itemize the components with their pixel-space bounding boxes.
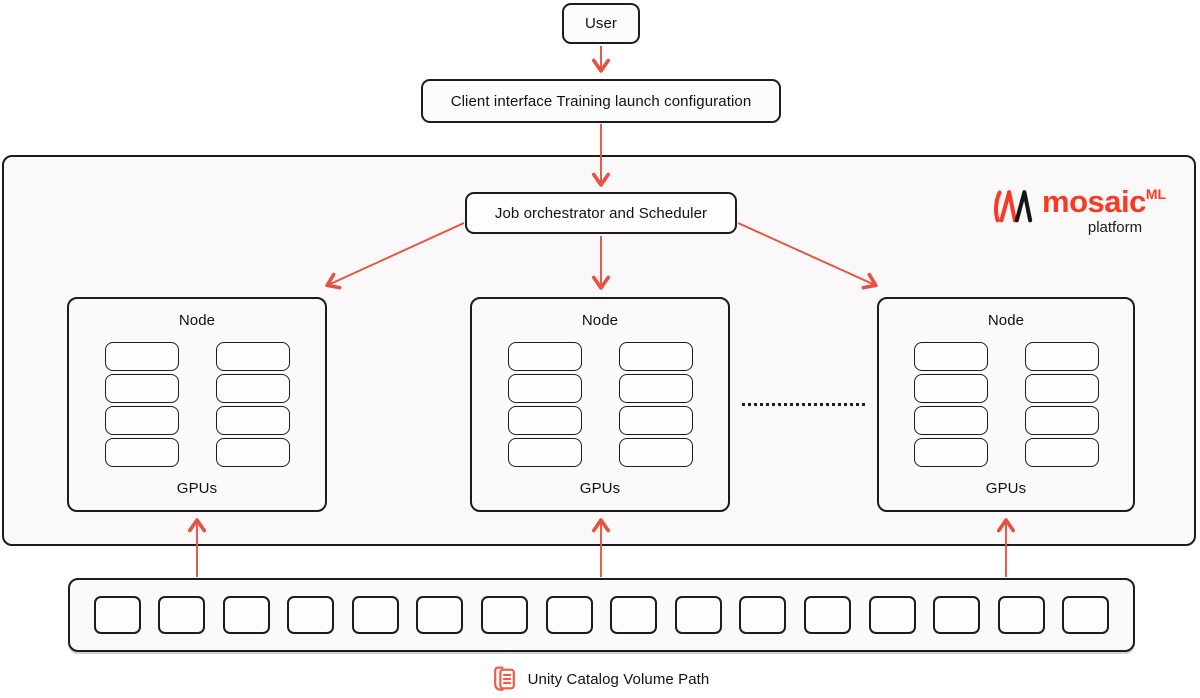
- storage-cell: [933, 596, 981, 634]
- storage-cell: [1062, 596, 1110, 634]
- gpu-grid: [913, 342, 1099, 467]
- storage-cell: [739, 596, 787, 634]
- gpu-cell: [913, 374, 988, 403]
- client-interface-box: Client interface Training launch configu…: [421, 79, 781, 123]
- gpu-cell: [104, 406, 179, 435]
- gpu-cell: [215, 374, 290, 403]
- node-box-2: Node GPUs: [470, 297, 730, 512]
- more-nodes-ellipsis: [742, 403, 865, 406]
- logo-text: mosaic ML platform: [1042, 186, 1166, 236]
- storage-cell: [481, 596, 529, 634]
- gpu-column: [507, 342, 582, 467]
- gpu-cell: [104, 438, 179, 467]
- gpu-cell: [507, 374, 582, 403]
- gpus-label: GPUs: [176, 480, 218, 497]
- gpus-label: GPUs: [985, 480, 1027, 497]
- footer: Unity Catalog Volume Path: [0, 661, 1200, 697]
- gpu-cell: [215, 406, 290, 435]
- logo-subtitle: platform: [1087, 219, 1143, 236]
- gpu-cell: [507, 342, 582, 371]
- gpu-cell: [1024, 374, 1099, 403]
- gpu-cell: [1024, 438, 1099, 467]
- node-box-1: Node GPUs: [67, 297, 327, 512]
- storage-bar: [68, 578, 1135, 652]
- gpu-cell: [618, 342, 693, 371]
- storage-cell: [868, 596, 916, 634]
- gpu-cell: [618, 374, 693, 403]
- gpu-cell: [507, 438, 582, 467]
- storage-cell: [351, 596, 399, 634]
- unity-catalog-icon: [493, 666, 515, 691]
- gpu-cell: [215, 342, 290, 371]
- node-box-3: Node GPUs: [877, 297, 1135, 512]
- gpu-column: [215, 342, 290, 467]
- gpu-cell: [913, 406, 988, 435]
- gpu-cell: [913, 342, 988, 371]
- gpu-cell: [618, 406, 693, 435]
- gpu-cell: [913, 438, 988, 467]
- storage-cell: [610, 596, 658, 634]
- footer-label: Unity Catalog Volume Path: [527, 670, 710, 688]
- gpus-label: GPUs: [579, 480, 621, 497]
- storage-cell: [93, 596, 141, 634]
- mosaicml-logo-mark-icon: [994, 190, 1033, 223]
- storage-cell: [803, 596, 851, 634]
- node-label: Node: [581, 312, 619, 329]
- mosaicml-logo: mosaic ML platform: [991, 186, 1166, 236]
- storage-cell: [997, 596, 1045, 634]
- storage-cell: [674, 596, 722, 634]
- gpu-column: [618, 342, 693, 467]
- storage-cell: [416, 596, 464, 634]
- gpu-cell: [215, 438, 290, 467]
- gpu-cell: [1024, 342, 1099, 371]
- gpu-grid: [104, 342, 290, 467]
- gpu-column: [1024, 342, 1099, 467]
- storage-cell: [545, 596, 593, 634]
- logo-brand-superscript: ML: [1145, 186, 1167, 202]
- client-interface-label: Client interface Training launch configu…: [450, 92, 752, 110]
- storage-cell: [158, 596, 206, 634]
- user-label: User: [584, 15, 618, 32]
- gpu-cell: [104, 342, 179, 371]
- user-box: User: [562, 3, 640, 44]
- node-label: Node: [987, 312, 1025, 329]
- gpu-cell: [104, 374, 179, 403]
- gpu-column: [104, 342, 179, 467]
- gpu-cell: [507, 406, 582, 435]
- gpu-column: [913, 342, 988, 467]
- orchestrator-label: Job orchestrator and Scheduler: [494, 204, 708, 222]
- gpu-cell: [1024, 406, 1099, 435]
- gpu-cell: [618, 438, 693, 467]
- storage-cell: [222, 596, 270, 634]
- storage-cell: [287, 596, 335, 634]
- gpu-grid: [507, 342, 693, 467]
- node-label: Node: [178, 312, 216, 329]
- orchestrator-box: Job orchestrator and Scheduler: [465, 192, 737, 234]
- logo-brand-text: mosaic: [1042, 184, 1146, 219]
